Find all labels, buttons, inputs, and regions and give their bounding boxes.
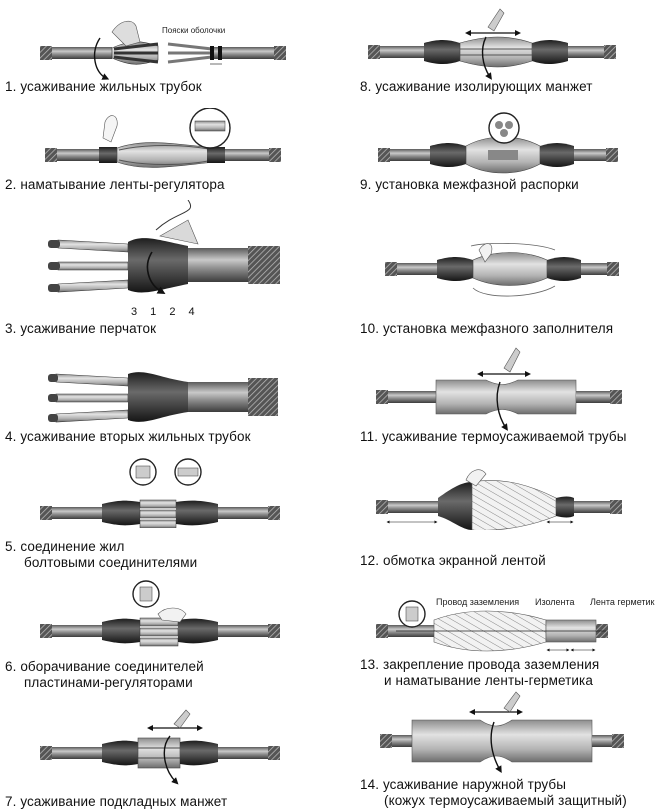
ground-wire-label: Провод заземления [436, 597, 520, 607]
step-caption: 3. усаживание перчаток [5, 321, 157, 336]
figure-1 [40, 20, 286, 80]
figure-11 [376, 347, 622, 431]
step-caption: 1. усаживание жильных трубок [5, 79, 202, 94]
step-caption: 2. наматывание ленты-регулятора [5, 177, 225, 192]
figure-7 [40, 709, 280, 785]
figure-2 [45, 108, 281, 168]
step-caption: 11. усаживание термоусаживаемой трубы [360, 429, 627, 444]
tape-label: Изолента [535, 597, 575, 607]
step-caption: 14. усаживание наружной трубы(кожух терм… [360, 777, 627, 808]
figure-8 [368, 8, 616, 80]
figure-5 [40, 458, 280, 528]
step-caption: 4. усаживание вторых жильных трубок [5, 429, 251, 444]
figure-6 [40, 580, 280, 647]
figure-10 [385, 242, 619, 297]
step-caption: 7. усаживание подкладных манжет [5, 794, 228, 809]
step-caption: 10. установка межфазного заполнителя [360, 321, 614, 336]
step-caption: 9. установка межфазной распорки [360, 177, 579, 192]
figure-14 [380, 691, 624, 774]
figure-12 [376, 469, 622, 530]
figure-4 [48, 372, 278, 423]
step-caption: 12. обмотка экранной лентой [360, 553, 546, 568]
glove-order-label: 3 1 2 4 [131, 306, 200, 318]
sealant-tape-label: Лента герметик [590, 597, 655, 607]
figure-3 [48, 200, 280, 294]
figure-9 [378, 112, 618, 174]
step-caption: 8. усаживание изолирующих манжет [360, 79, 593, 94]
figure-13 [376, 600, 608, 652]
belts-label: Пояски оболочки [162, 26, 226, 35]
